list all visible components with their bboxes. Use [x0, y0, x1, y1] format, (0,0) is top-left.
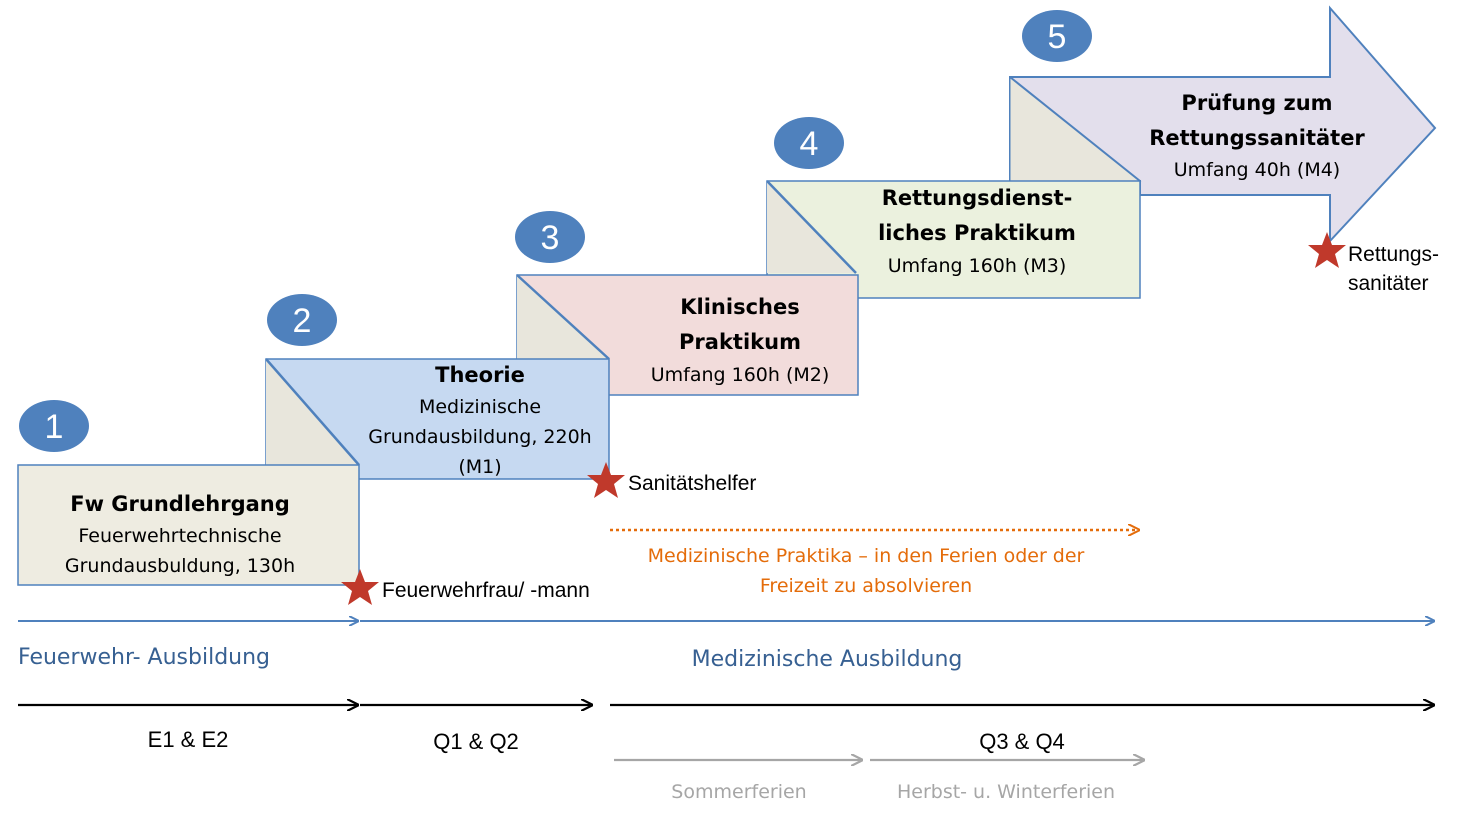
step-1-number-badge: 1	[19, 400, 89, 452]
medizin-track-label: Medizinische Ausbildung	[692, 647, 963, 672]
milestone-feuerwehrfrau: Feuerwehrfrau/ -mann	[382, 579, 590, 602]
step-4-title-line-1: Rettungsdienst-	[882, 186, 1073, 210]
step-2-title: Theorie	[435, 363, 525, 387]
step-4-title-line-2: liches Praktikum	[878, 221, 1076, 245]
step-1-box: Fw Grundlehrgang Feuerwehrtechnische Gru…	[17, 464, 360, 586]
svg-text:3: 3	[541, 219, 560, 257]
svg-text:2: 2	[293, 302, 312, 340]
step-3-title-line-2: Praktikum	[679, 330, 801, 354]
sommerferien-label: Sommerferien	[671, 781, 806, 803]
step-1-detail-line-2: Grundausbuldung, 130h	[65, 555, 295, 577]
milestone-sanitaetshelfer: Sanitätshelfer	[628, 472, 756, 495]
step-5-detail: Umfang 40h (M4)	[1174, 159, 1340, 181]
praktika-note-line-2: Freizeit zu absolvieren	[760, 575, 972, 597]
step-2-box: Theorie Medizinische Grundausbildung, 22…	[265, 358, 610, 480]
step-5-title-line-2: Rettungssanitäter	[1149, 126, 1365, 150]
svg-text:1: 1	[45, 408, 64, 446]
step-3-number-badge: 3	[515, 211, 585, 263]
milestone-rettungssanitaeter-line-1: Rettungs-	[1348, 243, 1439, 266]
feuerwehr-track-label: Feuerwehr- Ausbildung	[18, 645, 270, 670]
step-4-number-badge: 4	[774, 117, 844, 169]
phase-q12-label: Q1 & Q2	[433, 729, 519, 754]
step-5-title-line-1: Prüfung zum	[1181, 91, 1332, 115]
herbstferien-label: Herbst- u. Winterferien	[897, 781, 1115, 803]
step-3-title-line-1: Klinisches	[680, 295, 799, 319]
step-5-arrow: Prüfung zum Rettungssanitäter Umfang 40h…	[1009, 5, 1437, 244]
phase-q34-label: Q3 & Q4	[979, 729, 1065, 754]
step-2-number-badge: 2	[267, 294, 337, 346]
step-4-detail: Umfang 160h (M3)	[888, 255, 1067, 277]
step-1-title: Fw Grundlehrgang	[70, 492, 290, 516]
phase-e-label: E1 & E2	[148, 727, 229, 752]
step-3-box: Klinisches Praktikum Umfang 160h (M2)	[516, 274, 859, 396]
star-icon	[341, 569, 379, 605]
step-2-detail-line-1: Medizinische	[419, 396, 541, 418]
star-icon	[587, 462, 625, 498]
svg-text:5: 5	[1048, 18, 1067, 56]
step-1-detail-line-1: Feuerwehrtechnische	[78, 525, 281, 547]
step-2-detail-line-3: (M1)	[458, 456, 501, 478]
star-icon	[1308, 232, 1346, 268]
step-2-detail-line-2: Grundausbildung, 220h	[368, 426, 591, 448]
step-3-detail: Umfang 160h (M2)	[651, 364, 830, 386]
svg-text:4: 4	[800, 125, 819, 163]
praktika-note-line-1: Medizinische Praktika – in den Ferien od…	[648, 545, 1085, 567]
milestone-rettungssanitaeter-line-2: sanitäter	[1348, 272, 1429, 295]
step-5-number-badge: 5	[1022, 10, 1092, 62]
